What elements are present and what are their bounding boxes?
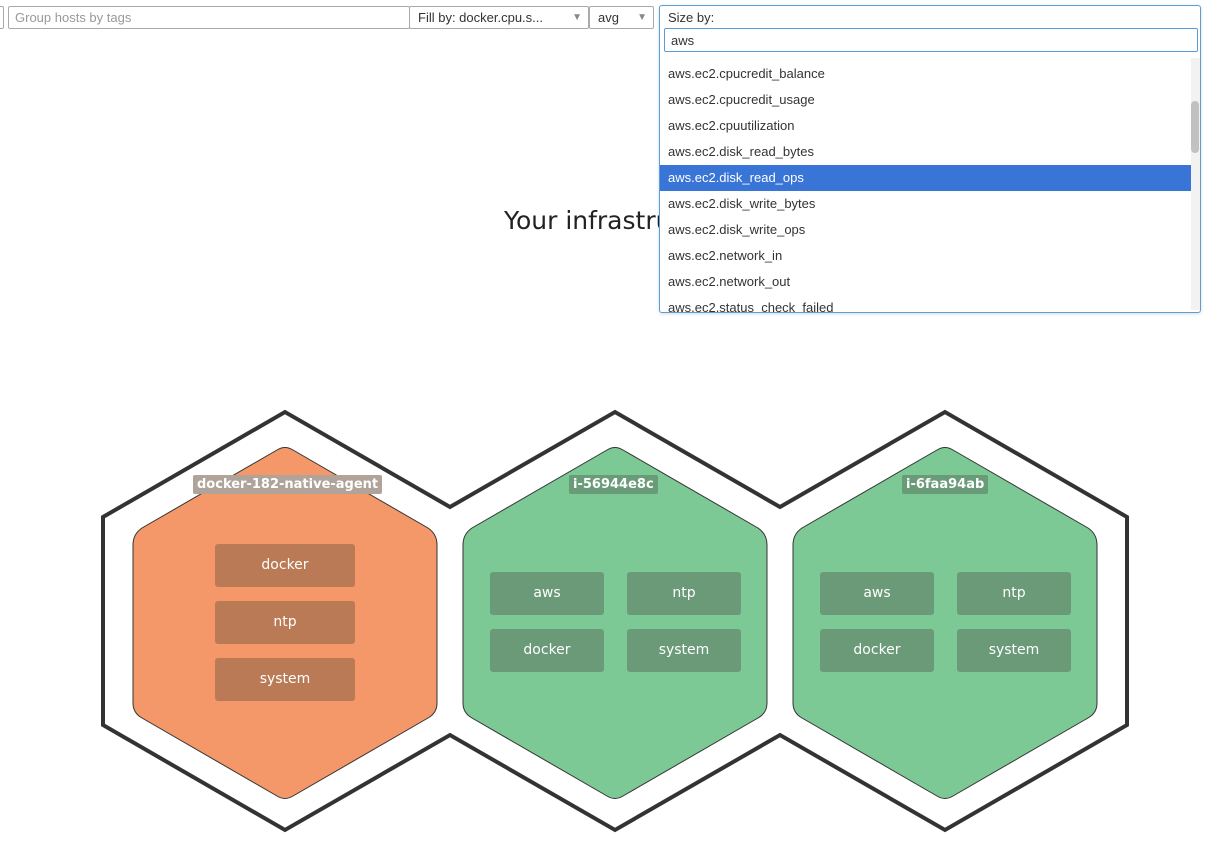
- scrollbar-track[interactable]: [1191, 58, 1200, 310]
- host-name-label: i-6faa94ab: [902, 475, 989, 494]
- tag-aws[interactable]: aws: [820, 572, 934, 615]
- size-by-dropdown[interactable]: Size by: aws.ec2.cpucredit_balance aws.e…: [659, 5, 1201, 313]
- option-item[interactable]: aws.ec2.disk_write_ops: [668, 222, 806, 237]
- size-by-label: Size by:: [668, 10, 715, 25]
- tag-ntp[interactable]: ntp: [957, 572, 1071, 615]
- host-hexagon-i-56944e8c[interactable]: [462, 447, 768, 799]
- scrollbar-thumb[interactable]: [1191, 101, 1199, 153]
- option-item[interactable]: aws.ec2.cpuutilization: [668, 118, 795, 133]
- tag-ntp[interactable]: ntp: [627, 572, 741, 615]
- host-name-label: docker-182-native-agent: [193, 475, 383, 494]
- tag-ntp[interactable]: ntp: [215, 601, 355, 644]
- fill-by-select[interactable]: Fill by: docker.cpu.s... ▼: [409, 6, 589, 29]
- option-item[interactable]: aws.ec2.disk_read_bytes: [668, 144, 814, 159]
- infrastructure-heading: Your infrastru: [504, 206, 672, 235]
- group-by-tags-input[interactable]: [8, 6, 410, 29]
- option-item[interactable]: aws.ec2.cpucredit_usage: [668, 92, 815, 107]
- option-item[interactable]: aws.ec2.status_check_failed: [668, 300, 834, 313]
- tag-docker[interactable]: docker: [490, 629, 604, 672]
- fill-by-label: Fill by: docker.cpu.s...: [418, 10, 543, 25]
- chevron-down-icon: ▼: [572, 12, 582, 23]
- tag-system[interactable]: system: [957, 629, 1071, 672]
- size-by-options: aws.ec2.cpucredit_balance aws.ec2.cpucre…: [660, 61, 1192, 313]
- option-item[interactable]: aws.ec2.network_out: [668, 274, 791, 289]
- aggregation-select[interactable]: avg ▼: [589, 6, 654, 29]
- tag-system[interactable]: system: [627, 629, 741, 672]
- host-name-label: i-56944e8c: [569, 475, 658, 494]
- host-hexagon-i-6faa94ab[interactable]: [792, 447, 1098, 799]
- option-item[interactable]: aws.ec2.network_in: [668, 248, 783, 263]
- option-item[interactable]: aws.ec2.cpucredit_balance: [668, 66, 825, 81]
- aggregation-value: avg: [598, 10, 619, 25]
- tag-docker[interactable]: docker: [215, 544, 355, 587]
- tag-docker[interactable]: docker: [820, 629, 934, 672]
- option-item-selected[interactable]: aws.ec2.disk_read_ops: [660, 165, 1192, 191]
- tag-system[interactable]: system: [215, 658, 355, 701]
- tag-aws[interactable]: aws: [490, 572, 604, 615]
- group-outline: [101, 409, 1129, 833]
- chevron-down-icon: ▼: [637, 12, 647, 23]
- option-item[interactable]: aws.ec2.disk_write_bytes: [668, 196, 816, 211]
- left-edge-control[interactable]: [0, 6, 4, 29]
- size-by-search-input[interactable]: [664, 28, 1198, 52]
